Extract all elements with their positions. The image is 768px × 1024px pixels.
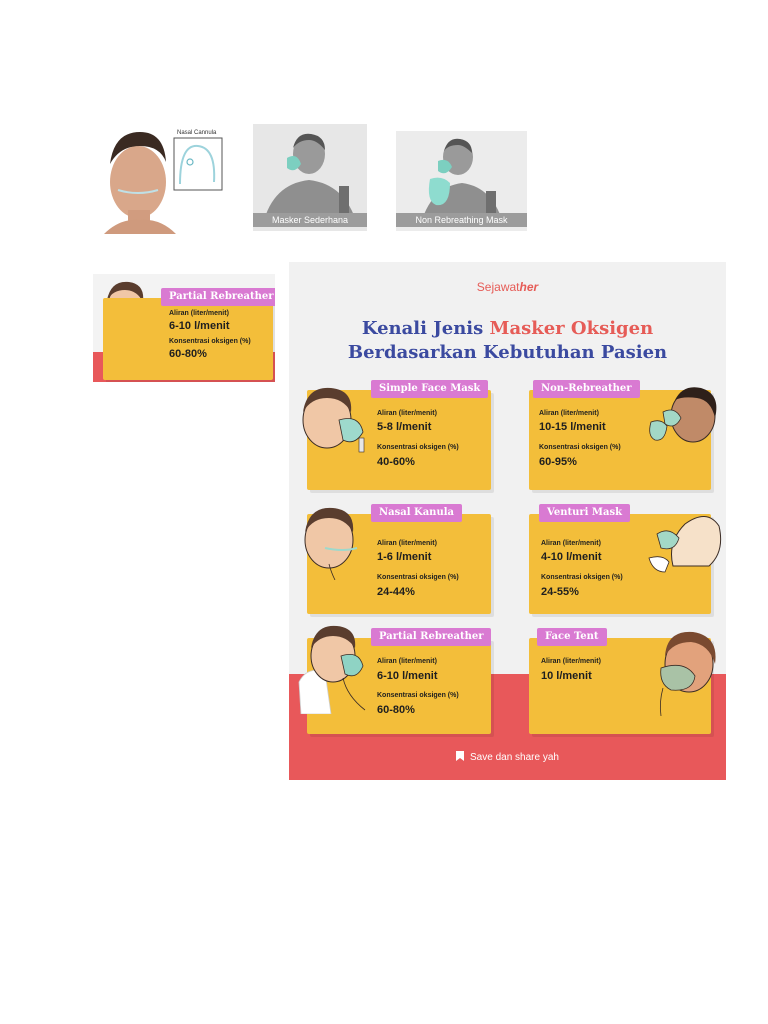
partial-rebreather-crop: Partial Rebreather Aliran (liter/menit) … [93, 274, 275, 382]
flow-value: 6-10 l/menit [377, 670, 438, 682]
flow-label: Aliran (liter/menit) [539, 410, 599, 417]
face-tent-head-icon [659, 631, 716, 717]
flow-value: 10 l/menit [541, 670, 592, 682]
flow-value: 4-10 l/menit [541, 551, 602, 563]
non-rebreathing-mask-image: Non Rebreathing Mask [396, 131, 527, 231]
crop-conc-label: Konsentrasi oksigen (%) [169, 338, 251, 345]
conc-value: 24-55% [541, 586, 579, 598]
simple-mask-image: Masker Sederhana [253, 124, 367, 231]
poster-title-line2: Berdasarkan Kebutuhan Pasien [347, 342, 668, 363]
man-face-illustration [104, 132, 223, 234]
crop-card-title: Partial Rebreather [161, 288, 275, 306]
nasal-kanula-head-icon [304, 507, 358, 580]
card-title: Simple Face Mask [371, 380, 489, 398]
card-title: Face Tent [537, 628, 607, 646]
conc-label: Konsentrasi oksigen (%) [377, 574, 459, 581]
crop-conc-value: 60-80% [169, 348, 207, 360]
venturi-mask-head-icon [648, 516, 722, 573]
simple-mask-caption: Masker Sederhana [253, 213, 367, 227]
flow-label: Aliran (liter/menit) [377, 540, 437, 547]
flow-value: 10-15 l/menit [539, 421, 606, 433]
crop-card-box [103, 298, 273, 380]
title-part-b: Masker Oksigen [489, 318, 654, 339]
flow-value: 5-8 l/menit [377, 421, 432, 433]
card-title: Non-Rebreather [533, 380, 640, 398]
simple-face-mask-head-icon [302, 387, 365, 453]
bookmark-icon [456, 751, 465, 761]
poster-title-line1: Kenali Jenis Masker Oksigen [289, 318, 726, 339]
crop-flow-value: 6-10 l/menit [169, 320, 230, 332]
conc-value: 60-80% [377, 704, 415, 716]
flow-label: Aliran (liter/menit) [541, 540, 601, 547]
nasal-cannula-caption: Nasal Cannula [177, 130, 217, 136]
save-share-footer: Save dan share yah [289, 751, 726, 763]
brand-logo: Sejawather [289, 280, 726, 294]
card-title: Nasal Kanula [371, 504, 462, 522]
card-title: Partial Rebreather [371, 628, 492, 646]
title-part-a: Kenali Jenis [361, 318, 490, 339]
nasal-cannula-image: Nasal Cannula [100, 124, 224, 234]
partial-rebreather-head-icon [298, 625, 366, 714]
oxygen-mask-infographic: Sejawather Kenali Jenis Masker Oksigen B… [289, 262, 726, 780]
brand-suffix: her [519, 280, 539, 294]
conc-label: Konsentrasi oksigen (%) [541, 574, 623, 581]
crop-flow-label: Aliran (liter/menit) [169, 310, 229, 317]
conc-value: 40-60% [377, 456, 415, 468]
conc-value: 60-95% [539, 456, 577, 468]
conc-label: Konsentrasi oksigen (%) [377, 444, 459, 451]
conc-label: Konsentrasi oksigen (%) [539, 444, 621, 451]
conc-label: Konsentrasi oksigen (%) [377, 692, 459, 699]
flow-label: Aliran (liter/menit) [377, 658, 437, 665]
non-rebreathing-caption: Non Rebreathing Mask [396, 213, 527, 227]
flow-value: 1-6 l/menit [377, 551, 432, 563]
flow-label: Aliran (liter/menit) [377, 410, 437, 417]
card-title: Venturi Mask [539, 504, 631, 522]
flow-label: Aliran (liter/menit) [541, 658, 601, 665]
save-share-text: Save dan share yah [470, 752, 559, 763]
crop-card: Partial Rebreather Aliran (liter/menit) … [103, 288, 275, 380]
brand-name: Sejawat [476, 280, 520, 294]
non-rebreather-head-icon [649, 387, 717, 443]
conc-value: 24-44% [377, 586, 415, 598]
